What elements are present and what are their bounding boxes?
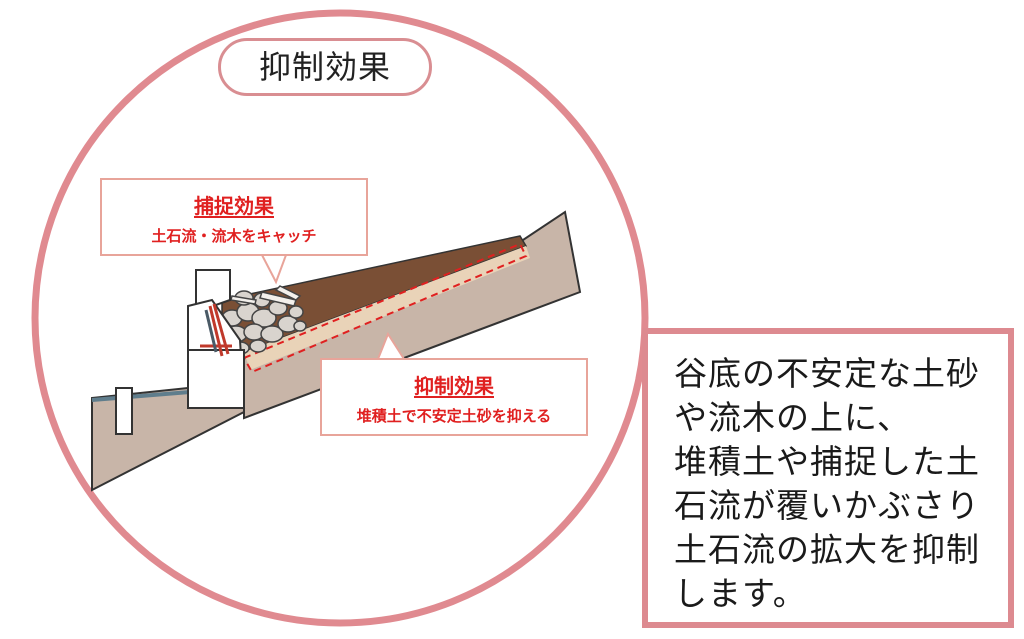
suppress-effect-text: 堆積土で不安定土砂を抑える [356, 407, 552, 425]
description-line-5: 土石流の拡大を抑制 [674, 530, 980, 569]
capture-effect-heading: 捕捉効果 [194, 194, 274, 218]
description-line-2: や流木の上に、 [674, 398, 912, 437]
suppress-callout-tail [377, 331, 405, 360]
steel-frame-dark [204, 309, 218, 353]
capture-callout-tail [261, 254, 287, 285]
apron-block [115, 387, 133, 435]
page-title: 抑制効果 [218, 38, 432, 96]
water-line [91, 390, 191, 402]
driftwood [230, 285, 302, 307]
description-box: 谷底の不安定な土砂 や流木の上に、 堆積土や捕捉した土 石流が覆いかぶさり 土石… [642, 328, 1014, 628]
unstable-sediment-layer [244, 246, 530, 370]
suppress-effect-callout: 抑制効果 堆積土で不安定土砂を抑える [320, 358, 588, 436]
capture-effect-text: 土石流・流木をキャッチ [151, 227, 317, 245]
description-line-4: 石流が覆いかぶさり [674, 486, 980, 525]
description-line-1: 谷底の不安定な土砂 [674, 354, 980, 393]
unstable-sediment-outline [242, 242, 528, 374]
capture-effect-callout: 捕捉効果 土石流・流木をキャッチ [100, 178, 368, 256]
description-line-3: 堆積土や捕捉した土 [674, 442, 980, 481]
description-line-6: します。 [674, 574, 807, 613]
dam-base [187, 349, 245, 409]
suppress-effect-heading: 抑制効果 [414, 374, 494, 398]
